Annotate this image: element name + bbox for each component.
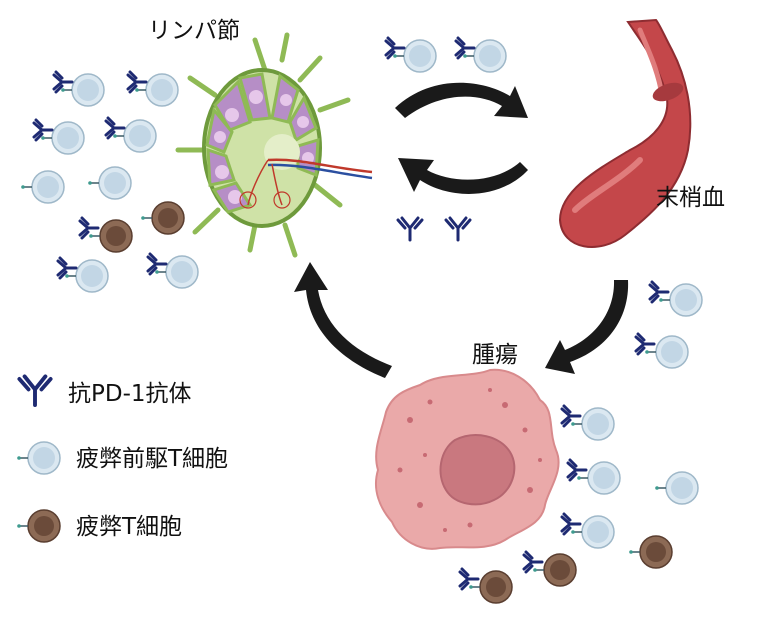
legend-progenitor-cell-icon [16,441,61,475]
cycle-arrows [294,82,629,378]
legend: 抗PD-1抗体 疲弊前駆T細胞 疲弊T細胞 [16,374,228,543]
blood-vessel-icon [558,18,692,248]
arrow-lymph-to-blood [395,82,528,118]
legend-antibody-label: 抗PD-1抗体 [68,381,192,407]
legend-exhausted-cell-icon [16,509,61,543]
legend-progenitor-cell-label: 疲弊前駆T細胞 [76,446,228,472]
arrow-blood-to-tumor [545,280,629,374]
peripheral-blood-label: 末梢血 [656,185,725,211]
legend-exhausted-cell-label: 疲弊T細胞 [76,514,182,540]
arrow-blood-to-lymph [398,158,528,194]
lymph-node-label: リンパ節 [148,18,240,44]
legend-antibody-icon [17,374,53,407]
lymph-node-cell-cluster [20,70,199,293]
tumor-icon [374,368,560,550]
free-antibody-group [396,216,472,242]
tumor-label: 腫瘍 [472,342,518,368]
arrow-tumor-to-lymph [294,262,392,378]
migrating-cell-cluster [384,36,507,73]
lymph-node-icon [175,32,373,258]
